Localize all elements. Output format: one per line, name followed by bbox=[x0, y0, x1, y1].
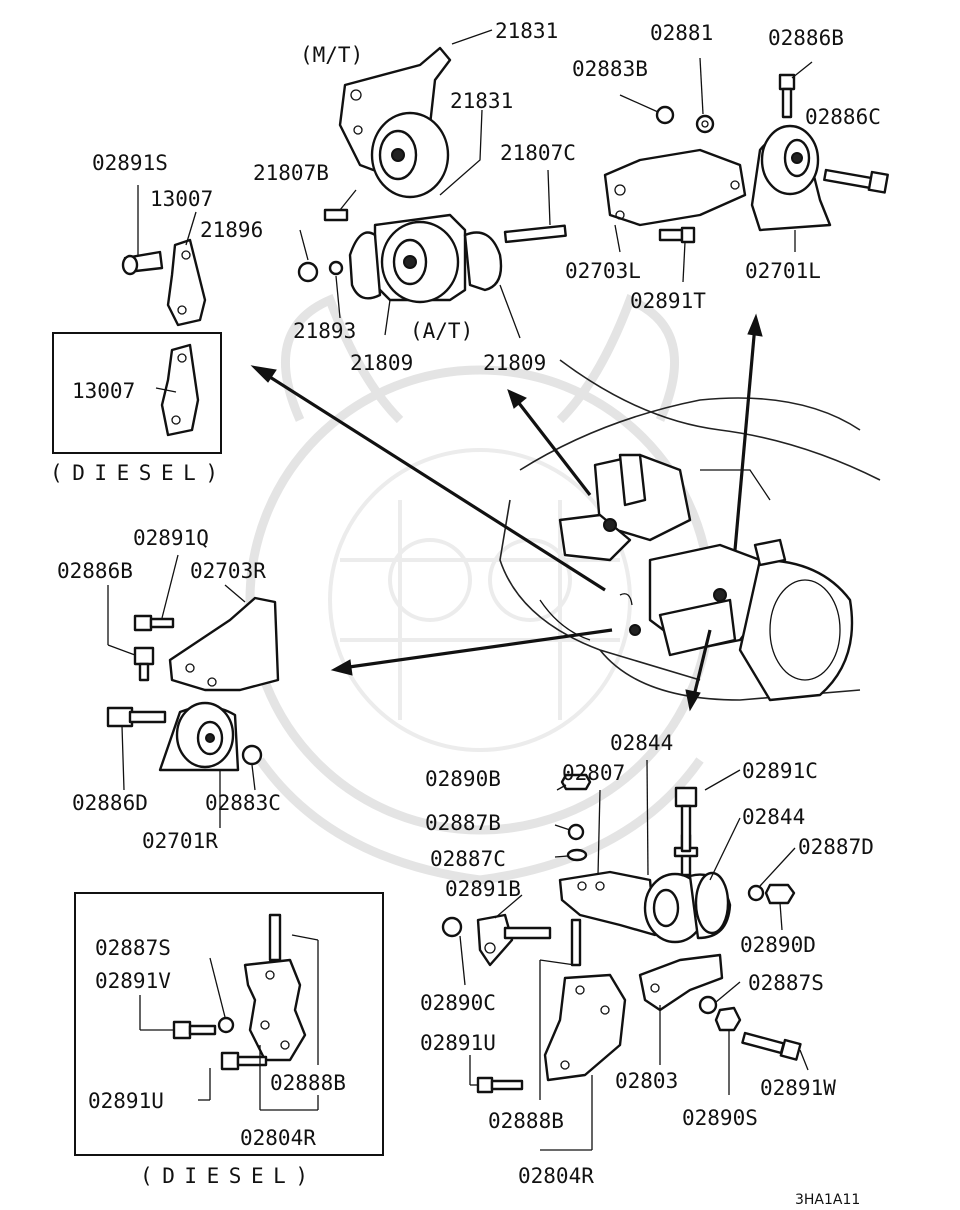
callout-02891S: 02891S bbox=[92, 151, 168, 175]
callout-02891Q: 02891Q bbox=[133, 526, 209, 550]
callout-02886B: 02886B bbox=[57, 559, 133, 583]
callout-02890C: 02890C bbox=[420, 991, 496, 1015]
callout-02891B: 02891B bbox=[445, 877, 521, 901]
callout-21893: 21893 bbox=[293, 319, 356, 343]
vehicle-engine-bay bbox=[499, 359, 881, 702]
callout-21831: 21831 bbox=[450, 89, 513, 113]
callout-02887S: 02887S bbox=[748, 971, 824, 995]
callout-13007: 13007 bbox=[150, 187, 213, 211]
callout-21896: 21896 bbox=[200, 218, 263, 242]
diagram-id: 3HA1A11 bbox=[795, 1192, 860, 1208]
callout-02803: 02803 bbox=[615, 1069, 678, 1093]
callout-02703R: 02703R bbox=[190, 559, 266, 583]
watermark-emblem bbox=[245, 294, 715, 885]
callout-02883B: 02883B bbox=[572, 57, 648, 81]
callout-21831: 21831 bbox=[495, 19, 558, 43]
diesel-label-bottom: (DIESEL) bbox=[140, 1164, 308, 1188]
callout-02887C: 02887C bbox=[430, 847, 506, 871]
callout-02887B: 02887B bbox=[425, 811, 501, 835]
callout-02883C: 02883C bbox=[205, 791, 281, 815]
callout-02804R: 02804R bbox=[240, 1126, 316, 1150]
variant-label-at: (A/T) bbox=[410, 319, 473, 343]
diesel-label-top: (DIESEL) bbox=[50, 461, 218, 485]
callout-02891T: 02891T bbox=[630, 289, 706, 313]
callout-02701L: 02701L bbox=[745, 259, 821, 283]
diesel-rear-mount-group bbox=[74, 892, 384, 1156]
callout-21807B: 21807B bbox=[253, 161, 329, 185]
callout-02886D: 02886D bbox=[72, 791, 148, 815]
callout-02886C: 02886C bbox=[805, 105, 881, 129]
bracket-13007-group bbox=[52, 185, 222, 454]
callout-21809: 21809 bbox=[483, 351, 546, 375]
right-mount-group bbox=[106, 554, 280, 828]
callout-02807: 02807 bbox=[562, 761, 625, 785]
callout-02891U: 02891U bbox=[420, 1031, 496, 1055]
callout-02890B: 02890B bbox=[425, 767, 501, 791]
pointer-arrows bbox=[250, 313, 763, 712]
callout-02701R: 02701R bbox=[142, 829, 218, 853]
mt-at-mount-group bbox=[297, 29, 567, 339]
callout-02887S: 02887S bbox=[95, 936, 171, 960]
callout-02890S: 02890S bbox=[682, 1106, 758, 1130]
callout-13007: 13007 bbox=[72, 379, 135, 403]
callout-02844: 02844 bbox=[610, 731, 673, 755]
diesel-box-top bbox=[52, 332, 222, 454]
callout-02844: 02844 bbox=[742, 805, 805, 829]
callout-02891U: 02891U bbox=[88, 1089, 164, 1113]
callout-02891V: 02891V bbox=[95, 969, 171, 993]
callout-21809: 21809 bbox=[350, 351, 413, 375]
callout-02804R: 02804R bbox=[518, 1164, 594, 1188]
callout-02886B: 02886B bbox=[768, 26, 844, 50]
callout-02703L: 02703L bbox=[565, 259, 641, 283]
callout-02888B: 02888B bbox=[270, 1071, 346, 1095]
rear-mount-group bbox=[441, 759, 809, 1151]
callout-02891W: 02891W bbox=[760, 1076, 836, 1100]
callout-02887D: 02887D bbox=[798, 835, 874, 859]
left-mount-group bbox=[603, 57, 889, 283]
callout-21807C: 21807C bbox=[500, 141, 576, 165]
callout-labels: (M/T) 21831 21831 21807B 21807C 21896 21… bbox=[50, 19, 881, 1208]
diesel-box-bottom bbox=[74, 892, 384, 1156]
callout-02881: 02881 bbox=[650, 21, 713, 45]
callout-02890D: 02890D bbox=[740, 933, 816, 957]
variant-label-mt: (M/T) bbox=[300, 43, 363, 67]
callout-02888B: 02888B bbox=[488, 1109, 564, 1133]
callout-02891C: 02891C bbox=[742, 759, 818, 783]
